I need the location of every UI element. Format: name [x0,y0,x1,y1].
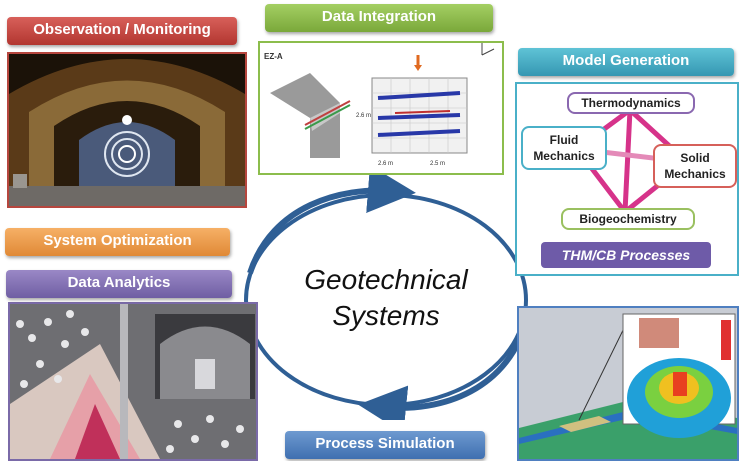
thmcb-caption: THM/CB Processes [541,242,711,268]
integration-dim-bottom1: 2.6 m [378,161,393,167]
center-title-line1: Geotechnical [304,264,468,295]
node-solid-line1: Solid [680,151,710,165]
node-fluid-mechanics: Fluid Mechanics [521,126,607,170]
simulation-image [517,306,739,461]
node-solid-mechanics: Solid Mechanics [653,144,737,188]
node-solid-line2: Mechanics [664,167,726,181]
label-data-analytics: Data Analytics [6,270,232,298]
integration-dim-left: 2.6 m [356,113,371,119]
label-system-optimization: System Optimization [5,228,230,256]
observation-image [7,52,247,208]
node-fluid-line2: Mechanics [533,149,595,163]
cycle-arrow-top [247,175,416,274]
center-title: Geotechnical Systems [232,262,540,334]
model-panel: Thermodynamics Fluid Mechanics Solid Mec… [515,82,739,276]
label-model-generation: Model Generation [518,48,734,76]
label-data-integration: Data Integration [265,4,493,32]
integration-dim-bottom2: 2.5 m [430,161,445,167]
node-fluid-line1: Fluid [549,133,579,147]
center-title-line2: Systems [332,300,440,331]
analytics-image [8,302,258,461]
integration-tag: EZ-A [264,52,283,61]
label-process-simulation: Process Simulation [285,431,485,459]
integration-image: EZ-A 2.6 m 2.6 m 2.5 m [258,41,504,175]
label-observation-monitoring: Observation / Monitoring [7,17,237,45]
node-biogeochemistry: Biogeochemistry [561,208,695,230]
node-thermodynamics: Thermodynamics [567,92,695,114]
